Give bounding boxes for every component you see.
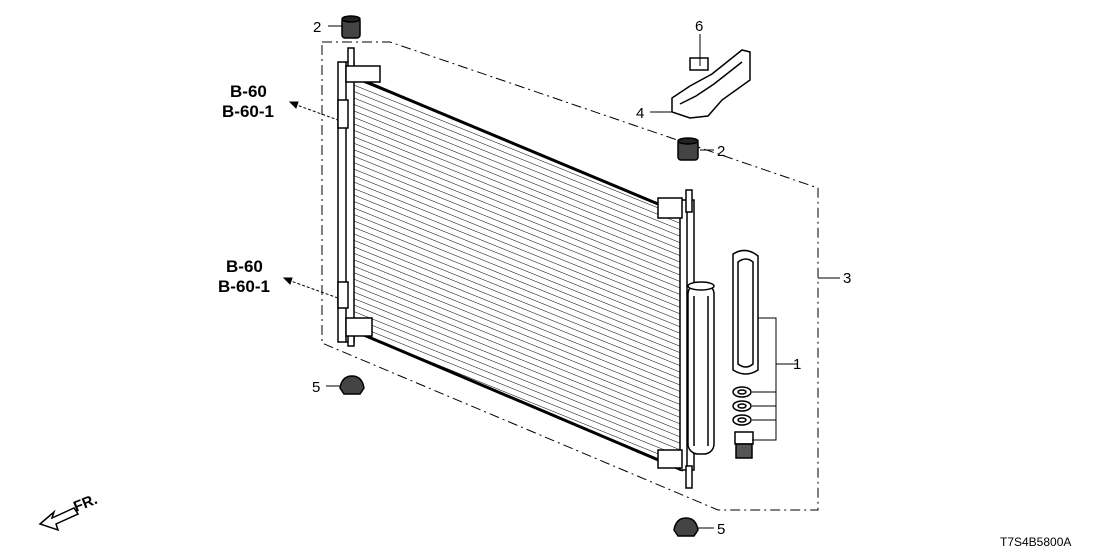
condenser-core	[351, 74, 683, 472]
reference-upper-a: B-60	[230, 82, 267, 101]
filter-plug	[734, 431, 754, 459]
assembly-outline	[321, 41, 819, 511]
front-indicator-label: FR.	[71, 491, 100, 516]
desiccant-bag	[732, 249, 759, 375]
reference-lower-b: B-60-1	[218, 277, 270, 296]
reference-arrows	[282, 101, 339, 299]
front-arrow-icon	[38, 507, 80, 532]
lower-rubber-center	[673, 517, 699, 537]
reference-lower-a: B-60	[226, 257, 263, 276]
callout-2-mid: 2	[717, 143, 725, 160]
callout-5-center: 5	[717, 521, 725, 538]
callout-5-left: 5	[312, 379, 320, 396]
receiver-kit-leader	[752, 317, 790, 441]
left-header-tank	[337, 47, 381, 347]
condenser-bracket	[671, 49, 751, 119]
callout-2-top: 2	[313, 19, 321, 36]
receiver-dryer	[687, 281, 715, 455]
callout-1: 1	[793, 356, 801, 373]
diagram-code: T7S4B5800A	[1000, 535, 1071, 549]
callout-4: 4	[636, 105, 644, 122]
callout-3: 3	[843, 270, 851, 287]
upper-grommet-mid	[677, 137, 699, 161]
lower-rubber-left	[339, 375, 365, 395]
o-ring-set	[732, 386, 752, 426]
callout-6: 6	[695, 18, 703, 35]
reference-upper-b: B-60-1	[222, 102, 274, 121]
leader-lines	[326, 25, 840, 529]
upper-grommet-top	[341, 15, 361, 39]
